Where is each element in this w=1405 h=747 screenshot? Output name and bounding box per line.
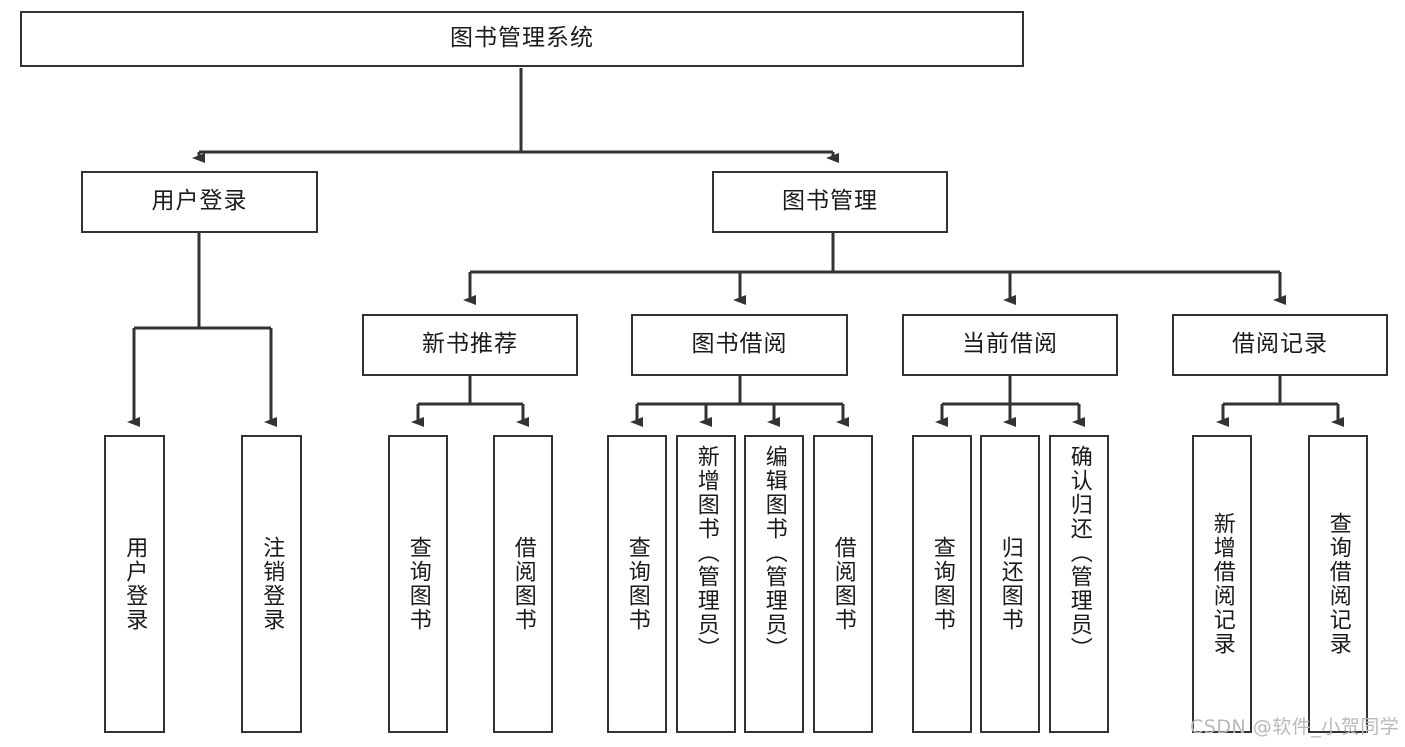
leaf-query-book-borrow[interactable]: 查询图书 [607,435,667,733]
node-label: 用户登录 [122,536,148,632]
node-label: 查询图书 [624,536,650,632]
node-label: 用户登录 [151,188,248,215]
node-label: 借阅图书 [510,536,536,632]
node-label: 注销登录 [259,536,285,632]
leaf-edit-book-admin[interactable]: 编辑图书（管理员） [744,435,804,733]
node-label: 借阅图书 [830,536,856,632]
node-label: 编辑图书（管理员） [761,445,787,661]
leaf-borrow-book-borrow[interactable]: 借阅图书 [813,435,873,733]
leaf-confirm-return-admin[interactable]: 确认归还（管理员） [1049,435,1109,733]
leaf-add-borrow-record[interactable]: 新增借阅记录 [1192,435,1252,733]
node-root-book-management-system[interactable]: 图书管理系统 [20,11,1024,67]
node-book-borrow[interactable]: 图书借阅 [631,314,848,376]
node-current-borrow[interactable]: 当前借阅 [902,314,1118,376]
leaf-borrow-book-recommend[interactable]: 借阅图书 [493,435,553,733]
node-label: 新增图书（管理员） [693,445,719,661]
leaf-query-book-recommend[interactable]: 查询图书 [388,435,448,733]
node-label: 查询借阅记录 [1325,512,1351,656]
node-label: 图书管理 [782,188,878,215]
node-label: 归还图书 [997,536,1023,632]
node-book-manage[interactable]: 图书管理 [712,171,948,233]
leaf-add-book-admin[interactable]: 新增图书（管理员） [676,435,736,733]
node-label: 图书借阅 [691,331,788,358]
node-user-login[interactable]: 用户登录 [81,171,318,233]
node-new-book-recommend[interactable]: 新书推荐 [362,314,578,376]
node-label: 新增借阅记录 [1209,512,1235,656]
node-borrow-record[interactable]: 借阅记录 [1172,314,1388,376]
node-label: 借阅记录 [1232,331,1328,358]
node-label: 确认归还（管理员） [1066,445,1092,661]
node-label: 查询图书 [405,536,431,632]
node-label: 当前借阅 [962,331,1058,358]
leaf-logout-login[interactable]: 注销登录 [241,435,302,733]
leaf-query-book-current[interactable]: 查询图书 [912,435,972,733]
leaf-user-login[interactable]: 用户登录 [104,435,165,733]
leaf-return-book[interactable]: 归还图书 [980,435,1040,733]
leaf-query-borrow-record[interactable]: 查询借阅记录 [1308,435,1368,733]
node-label: 查询图书 [929,536,955,632]
node-label: 图书管理系统 [450,25,594,52]
node-label: 新书推荐 [422,331,518,358]
